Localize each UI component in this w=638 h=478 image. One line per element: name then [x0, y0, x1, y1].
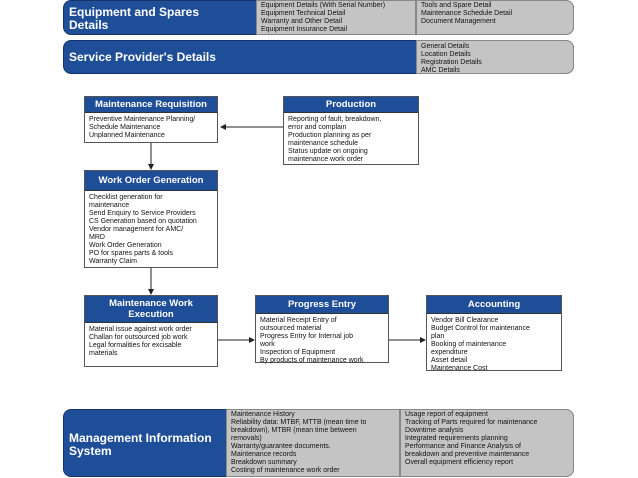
progress-item: Inspection of Equipment: [260, 349, 336, 356]
work-order-item: Work Order Generation: [89, 242, 162, 249]
accounting-item: Maintenance Cost: [431, 365, 488, 372]
work-order-item: PO for spares parts & tools: [89, 250, 174, 257]
equipment-spares-title: Equipment and Spares Details: [69, 6, 199, 32]
accounting-item: Vendor Bill Clearance: [431, 317, 499, 324]
work-order-item: Send Enquiry to Service Providers: [89, 210, 196, 217]
requisition-item: Preventive Maintenance Planning/: [89, 116, 196, 123]
equipment-details-panel: Equipment Details (With Serial Number) E…: [256, 0, 416, 35]
progress-item: work: [260, 341, 275, 348]
accounting-box: Accounting Vendor Bill Clearance Budget …: [426, 295, 562, 372]
mis-item: breakdown), MTBR (mean time between: [231, 427, 357, 434]
production-item: Status update on ongoing: [288, 148, 368, 155]
progress-entry-body: Material Receipt Entry of outsourced mat…: [256, 314, 388, 368]
equipment-detail-item: Equipment Details (With Serial Number): [261, 2, 386, 9]
mis-item: Costing of maintenance work order: [231, 467, 340, 474]
service-provider-item: Registration Details: [421, 59, 482, 66]
service-provider-item: AMC Details: [421, 67, 460, 74]
mis-report-item: Integrated requirements planning: [405, 435, 508, 442]
progress-item: Material Receipt Entry of: [260, 317, 337, 324]
service-provider-item: General Details: [421, 43, 470, 50]
progress-entry-header: Progress Entry: [256, 296, 388, 314]
mis-report-item: Usage report of equipment: [405, 411, 488, 418]
accounting-item: Booking of maintenance: [431, 341, 507, 348]
maintenance-requisition-box: Maintenance Requisition Preventive Maint…: [84, 96, 218, 143]
mis-item: Breakdown summary: [231, 459, 297, 466]
requisition-item: Unplanned Maintenance: [89, 132, 165, 139]
mis-report-item: Overall equipment efficiency report: [405, 459, 514, 466]
tools-spares-panel: Tools and Spare Detail Maintenance Sched…: [416, 0, 574, 35]
mis-item: Maintenance History: [231, 411, 295, 418]
execution-item: Challan for outsourced job work: [89, 334, 188, 341]
mis-report-item: Performance and Finance Analysis of: [405, 443, 521, 450]
mis-item: removals): [231, 435, 262, 442]
maintenance-work-execution-header: Maintenance Work Execution: [85, 296, 217, 323]
service-provider-panel: General Details Location Details Registr…: [416, 40, 574, 74]
equipment-title-line1: Equipment and Spares: [69, 5, 200, 19]
production-body: Reporting of fault, breakdown, error and…: [284, 113, 418, 167]
tools-detail-item: Document Management: [421, 18, 496, 25]
work-order-item: CS Generation based on quotation: [89, 218, 197, 225]
accounting-item: expenditure: [431, 349, 468, 356]
mis-report-item: Downtime analysis: [405, 427, 464, 434]
work-order-item: maintenance: [89, 202, 130, 209]
production-item: Reporting of fault, breakdown,: [288, 116, 382, 123]
mis-item: Reliability data: MTBF, MTTB (mean time …: [231, 419, 367, 426]
work-order-item: Checklist generation for: [89, 194, 163, 201]
production-box: Production Reporting of fault, breakdown…: [283, 96, 419, 165]
requisition-item: Schedule Maintenance: [89, 124, 161, 131]
progress-item: outsourced material: [260, 325, 322, 332]
work-order-item: Vendor management for AMC/: [89, 226, 184, 233]
service-provider-item: Location Details: [421, 51, 471, 58]
work-order-item: MRD: [89, 234, 105, 241]
accounting-body: Vendor Bill Clearance Budget Control for…: [427, 314, 561, 376]
execution-header-line2: Execution: [128, 309, 174, 320]
mis-report-item: Tracking of Parts required for maintenan…: [405, 419, 538, 426]
maintenance-work-execution-body: Material issue against work order Challa…: [85, 323, 217, 361]
accounting-header: Accounting: [427, 296, 561, 314]
mis-title-line2: System: [69, 444, 112, 458]
production-item: Production planning as per: [288, 132, 372, 139]
mis-report-item: breakdown and preventive maintenance: [405, 451, 530, 458]
execution-item: Legal formalities for excisable: [89, 342, 182, 349]
progress-item: Progress Entry for Internal job: [260, 333, 353, 340]
maintenance-requisition-body: Preventive Maintenance Planning/ Schedul…: [85, 113, 217, 143]
production-item: maintenance schedule: [288, 140, 359, 147]
mis-reports-panel: Usage report of equipment Tracking of Pa…: [400, 409, 574, 477]
mis-title: Management Information System: [69, 432, 212, 458]
equipment-title-line2: Details: [69, 18, 109, 32]
execution-item: materials: [89, 350, 118, 357]
maintenance-work-execution-box: Maintenance Work Execution Material issu…: [84, 295, 218, 367]
accounting-item: Budget Control for maintenance: [431, 325, 530, 332]
mis-title-line1: Management Information: [69, 431, 212, 445]
maintenance-requisition-header: Maintenance Requisition: [85, 97, 217, 113]
work-order-generation-body: Checklist generation for maintenance Sen…: [85, 191, 217, 269]
production-item: error and complain: [288, 124, 347, 131]
production-header: Production: [284, 97, 418, 113]
work-order-generation-header: Work Order Generation: [85, 171, 217, 191]
mis-item: Warranty/guarantee documents.: [231, 443, 331, 450]
work-order-generation-box: Work Order Generation Checklist generati…: [84, 170, 218, 268]
tools-detail-item: Tools and Spare Detail: [421, 2, 492, 9]
progress-entry-box: Progress Entry Material Receipt Entry of…: [255, 295, 389, 364]
equipment-detail-item: Warranty and Other Detail: [261, 18, 343, 25]
mis-history-panel: Maintenance History Reliability data: MT…: [226, 409, 400, 477]
equipment-detail-item: Equipment Insurance Detail: [261, 26, 347, 33]
progress-item: By products of maintenance work: [260, 357, 364, 364]
accounting-item: Asset detail: [431, 357, 468, 364]
production-item: maintenance work order: [288, 156, 364, 163]
tools-detail-item: Maintenance Schedule Detail: [421, 10, 513, 17]
accounting-item: plan: [431, 333, 445, 340]
mis-item: Maintenance records: [231, 451, 297, 458]
service-provider-title: Service Provider's Details: [69, 50, 216, 64]
work-order-item: Warranty Claim: [89, 258, 137, 265]
execution-item: Material issue against work order: [89, 326, 192, 333]
equipment-detail-item: Equipment Technical Detail: [261, 10, 346, 17]
execution-header-line1: Maintenance Work: [109, 298, 193, 309]
